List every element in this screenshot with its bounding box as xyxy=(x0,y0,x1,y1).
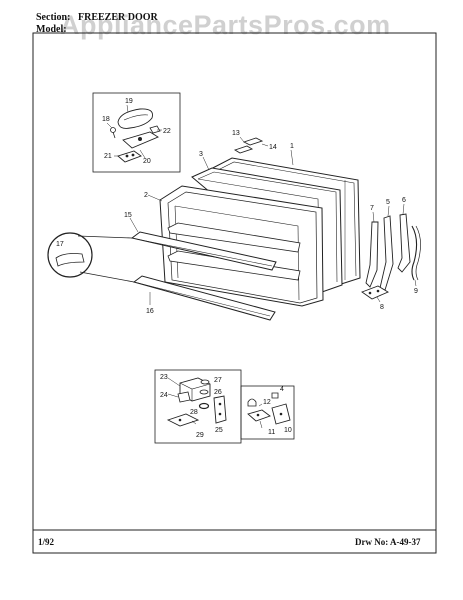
label-part-19: 19 xyxy=(125,98,133,105)
hinge-bracket-part-25 xyxy=(213,395,227,424)
label-part-11: 11 xyxy=(268,429,275,436)
label-part-13: 13 xyxy=(232,130,240,137)
washer-part-28 xyxy=(198,402,210,410)
handle-base-part-20 xyxy=(122,131,159,149)
label-part-24: 24 xyxy=(160,392,168,399)
label-part-14: 14 xyxy=(269,144,277,151)
handle-cover-part-19 xyxy=(117,108,153,129)
label-part-20: 20 xyxy=(143,158,151,165)
label-part-8: 8 xyxy=(380,304,384,311)
detail-magnifier-part-17 xyxy=(47,232,135,283)
drawing-frame xyxy=(32,32,437,554)
bushing-part-27 xyxy=(200,379,210,385)
label-part-12: 12 xyxy=(263,399,271,406)
inset-handle-box xyxy=(92,92,181,173)
label-part-25: 25 xyxy=(215,427,223,434)
nameplate-part-14 xyxy=(242,137,264,146)
label-part-6: 6 xyxy=(402,197,406,204)
section-title: FREEZER DOOR xyxy=(78,12,158,23)
label-part-4: 4 xyxy=(280,386,284,393)
clip-part-22 xyxy=(149,125,161,134)
label-part-23: 23 xyxy=(160,374,168,381)
badge-part-13 xyxy=(233,145,254,154)
screw-part-4 xyxy=(271,392,279,399)
label-part-10: 10 xyxy=(284,427,292,434)
hinge-arm-part-6 xyxy=(397,213,411,273)
spacer-part-21 xyxy=(117,150,142,163)
hinge-spring-part-9 xyxy=(411,225,421,281)
label-part-22: 22 xyxy=(163,128,171,135)
label-part-17: 17 xyxy=(56,241,64,248)
label-part-29: 29 xyxy=(196,432,204,439)
label-part-9: 9 xyxy=(414,288,418,295)
label-part-16: 16 xyxy=(146,308,154,315)
hinge-cover-part-7 xyxy=(365,221,379,288)
label-part-15: 15 xyxy=(124,212,132,219)
shim-part-29 xyxy=(166,413,200,427)
hinge-plate-part-10 xyxy=(271,403,291,425)
cap-part-12 xyxy=(247,398,257,407)
footer-drawing-number: Drw No: A-49-37 xyxy=(355,537,421,547)
label-part-27: 27 xyxy=(214,377,222,384)
door-bottom-bar-part-16 xyxy=(132,275,276,321)
label-part-28: 28 xyxy=(190,409,198,416)
watermark: AppliancePartsPros.com xyxy=(60,10,391,40)
label-part-5: 5 xyxy=(386,199,390,206)
label-part-21: 21 xyxy=(104,153,112,160)
hinge-bracket-part-5 xyxy=(379,215,394,291)
hinge-plate-part-8 xyxy=(361,285,389,300)
label-part-1: 1 xyxy=(290,143,294,150)
label-part-26: 26 xyxy=(214,389,222,396)
section-label: Section: xyxy=(36,12,71,23)
inset-hinge-hardware-box xyxy=(240,385,295,440)
hinge-pin-part-24 xyxy=(177,391,191,403)
label-part-2: 2 xyxy=(144,192,148,199)
door-shelf-bar-part-15 xyxy=(130,231,277,271)
footer-date: 1/92 xyxy=(38,537,55,547)
screw-part-18 xyxy=(110,127,116,139)
model-label: Model: xyxy=(36,24,67,35)
label-part-7: 7 xyxy=(370,205,374,212)
label-part-18: 18 xyxy=(102,116,110,123)
washer-part-26 xyxy=(199,389,209,395)
label-part-3: 3 xyxy=(199,151,203,158)
door-liner-part-2 xyxy=(159,185,324,307)
hinge-plate-part-11 xyxy=(247,409,271,422)
